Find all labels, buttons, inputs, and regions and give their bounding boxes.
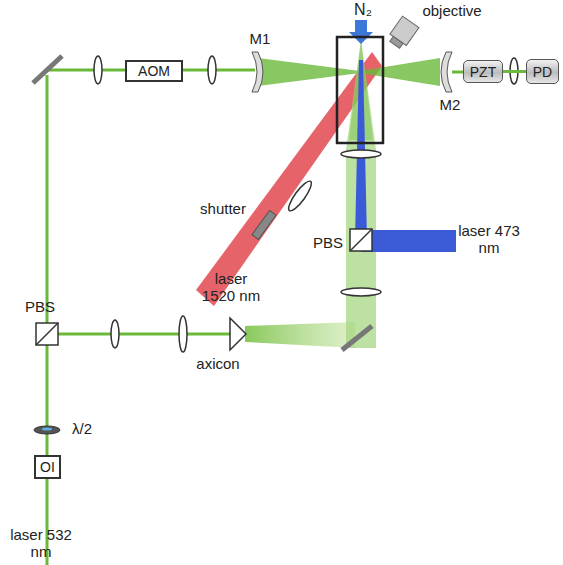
pzt-actuator: PZT — [463, 60, 503, 83]
part-label: shutter — [188, 200, 258, 217]
aom-box: AOM — [125, 60, 183, 82]
laser-label: laser 532 nm — [10, 526, 72, 560]
photodiode: PD — [526, 59, 559, 84]
part-label: PBS — [20, 298, 60, 315]
part-label: objective — [412, 2, 492, 19]
mirror-label: M1 — [240, 30, 280, 47]
node-text: PZT — [470, 64, 496, 80]
laser-label: laser 1520 nm — [200, 270, 262, 304]
node-text: PD — [533, 64, 552, 80]
laser-label: laser 473 nm — [458, 222, 520, 256]
optical-isolator: OI — [34, 455, 61, 479]
beam-connector — [503, 71, 526, 72]
mirror-label: M2 — [432, 96, 468, 113]
part-label: PBS — [308, 234, 348, 251]
node-text: OI — [40, 459, 55, 475]
part-label: λ/2 — [62, 420, 102, 437]
gas-label: N₂ — [343, 1, 383, 18]
part-label: axicon — [183, 355, 253, 372]
node-text: AOM — [138, 63, 170, 79]
